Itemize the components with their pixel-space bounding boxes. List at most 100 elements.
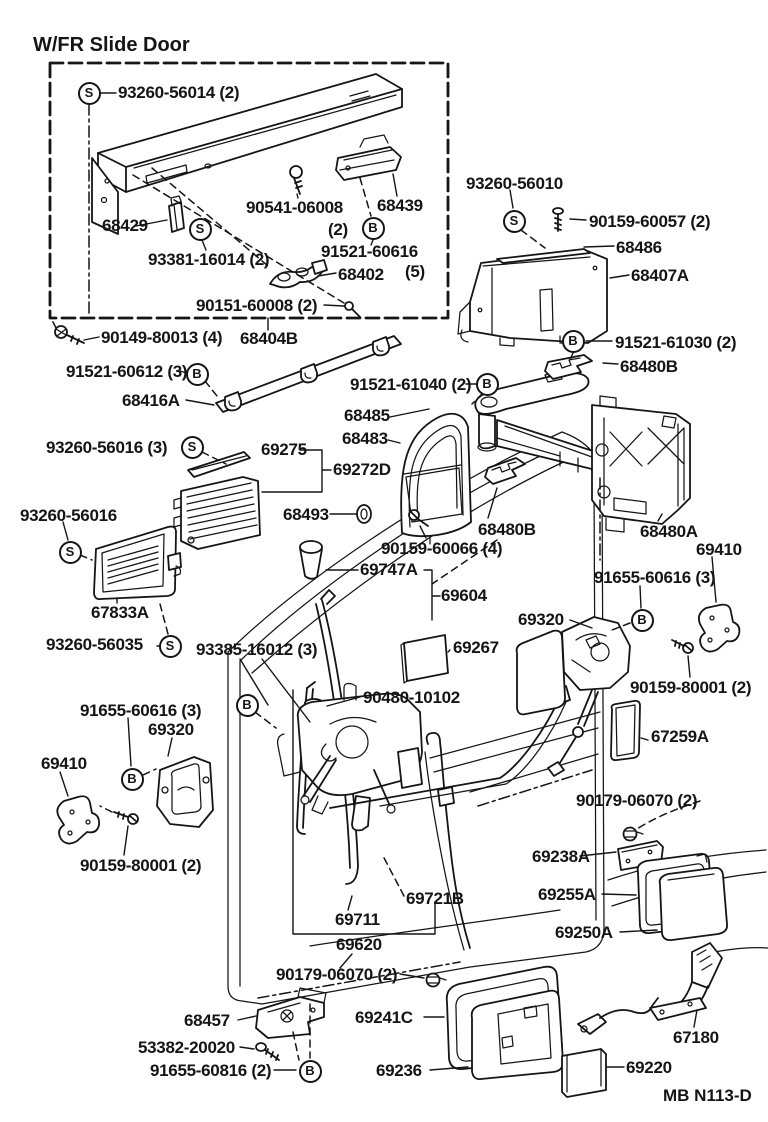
part-label-69320: 69320	[148, 720, 194, 739]
hinge-69410-left-drawing	[56, 795, 101, 845]
part-label-69320: 69320	[518, 610, 564, 629]
part-label-69604: 69604	[441, 586, 487, 605]
part-label-69236: 69236	[376, 1061, 422, 1080]
fastener-symbol-B: B	[561, 329, 585, 353]
part-label-93381-16014-2: 93381-16014 (2)	[148, 250, 270, 269]
leader-lines	[59, 92, 717, 1071]
part-label-68407A: 68407A	[631, 266, 689, 285]
upper-rail-drawing	[91, 73, 403, 235]
part-label-69620: 69620	[336, 935, 382, 954]
part-label-68480A: 68480A	[640, 522, 698, 541]
screw-90151-icon	[344, 301, 361, 318]
part-label-69255A: 69255A	[538, 885, 596, 904]
part-label-93260-56035: 93260-56035	[46, 635, 143, 654]
bolt-90149-icon	[54, 325, 85, 345]
cable-69721B-drawing	[424, 732, 471, 951]
part-label-69275: 69275	[261, 440, 307, 459]
part-label-69220: 69220	[626, 1058, 672, 1077]
fastener-symbol-B: B	[298, 1059, 322, 1083]
part-label-90541-06008: 90541-06008	[246, 198, 343, 217]
part-label-68493: 68493	[283, 505, 329, 524]
part-label-53382-20020: 53382-20020	[138, 1038, 235, 1057]
cable-69220-drawing	[561, 997, 659, 1098]
lock-69320-left-drawing	[156, 756, 214, 828]
part-label-68402: 68402	[338, 265, 384, 284]
handle-69275-drawing	[187, 451, 251, 478]
bracket-68457-drawing	[255, 987, 327, 1039]
part-label-68480B: 68480B	[620, 357, 678, 376]
part-label-91521-61040-2: 91521-61040 (2)	[350, 375, 472, 394]
part-label-69410: 69410	[696, 540, 742, 559]
fastener-symbol-B: B	[361, 216, 385, 240]
part-label-90179-06070-2: 90179-06070 (2)	[576, 791, 698, 810]
strip-68486-drawing	[496, 248, 591, 264]
part-label-69410: 69410	[41, 754, 87, 773]
part-label-69241C: 69241C	[355, 1008, 413, 1027]
control-69272D-drawing	[173, 451, 261, 550]
screw-90159-80001-right-icon	[671, 639, 694, 654]
dashed-alignment-lines	[51, 103, 701, 1061]
part-label-91521-61030-2: 91521-61030 (2)	[615, 333, 737, 352]
part-label-90159-80001-2: 90159-80001 (2)	[80, 856, 202, 875]
part-label-68486: 68486	[616, 238, 662, 257]
screw-90159-80001-left-icon	[113, 811, 139, 825]
fastener-symbol-B: B	[475, 372, 499, 396]
fastener-symbol-S: S	[502, 209, 526, 233]
part-label-68485: 68485	[344, 406, 390, 425]
fastener-symbol-S: S	[158, 634, 182, 658]
bracket-67180-drawing	[649, 942, 723, 1021]
handle-plate-drawing	[515, 629, 566, 716]
part-label-90159-60066-4: 90159-60066 (4)	[381, 539, 503, 558]
part-label-68429: 68429	[102, 216, 148, 235]
pin-69747A-drawing	[299, 540, 323, 580]
part-label-68480B: 68480B	[478, 520, 536, 539]
part-label-68457: 68457	[184, 1011, 230, 1030]
part-label-69711: 69711	[335, 910, 380, 929]
part-label-91655-60616-3: 91655-60616 (3)	[594, 568, 716, 587]
part-label-69721B: 69721B	[406, 889, 464, 908]
screw-90541-icon	[289, 165, 303, 195]
part-label-93260-56014-2: 93260-56014 (2)	[118, 83, 240, 102]
fastener-symbol-B: B	[630, 608, 654, 632]
cover-69250A-drawing	[658, 866, 728, 942]
part-label-68483: 68483	[342, 429, 388, 448]
screw-90159-60057-icon	[552, 207, 564, 232]
fastener-symbol-B: B	[120, 767, 144, 791]
fastener-symbol-B: B	[235, 693, 259, 717]
fastener-symbol-S: S	[188, 217, 212, 241]
part-label-68439: 68439	[377, 196, 423, 215]
lock-69320-right-drawing	[547, 616, 631, 777]
link-68402-drawing	[269, 259, 328, 289]
part-label-69250A: 69250A	[555, 923, 613, 942]
panel-68407-drawing	[457, 248, 608, 347]
vent-panel-67833A-drawing	[93, 525, 182, 601]
part-label-93260-56016-3: 93260-56016 (3)	[46, 438, 168, 457]
hook-strip-68416-drawing	[215, 335, 402, 413]
part-label-90159-60057-2: 90159-60057 (2)	[589, 212, 711, 231]
part-label-69267: 69267	[453, 638, 499, 657]
part-label-90159-80001-2: 90159-80001 (2)	[630, 678, 752, 697]
grommet-68493-icon	[356, 504, 372, 524]
shim-68480B-lower-drawing	[484, 457, 526, 485]
part-label-69238A: 69238A	[532, 847, 590, 866]
part-label-69747A: 69747A	[360, 560, 418, 579]
fastener-symbol-B: B	[185, 362, 209, 386]
page-code: MB N113-D	[663, 1086, 752, 1105]
window-frame-68483-drawing	[400, 412, 472, 545]
part-label-93260-56016: 93260-56016	[20, 506, 117, 525]
pad-67259A-drawing	[610, 699, 641, 762]
bracket-68439-drawing	[335, 134, 402, 181]
part-label-67180: 67180	[673, 1028, 719, 1047]
part-label-91655-60616-3: 91655-60616 (3)	[80, 701, 202, 720]
part-label-67259A: 67259A	[651, 727, 709, 746]
part-label-69272D: 69272D	[333, 460, 391, 479]
screw-53382-icon	[255, 1042, 280, 1061]
part-label-91521-60612-3: 91521-60612 (3)	[66, 362, 188, 381]
part-label-5: (5)	[405, 262, 425, 281]
part-label-90480-10102: 90480-10102	[363, 688, 460, 707]
screw-90159-60066-icon	[408, 509, 429, 527]
bracket-68480A-drawing	[591, 395, 691, 533]
part-label-2: (2)	[328, 220, 348, 239]
part-label-91655-60816-2: 91655-60816 (2)	[150, 1061, 272, 1080]
